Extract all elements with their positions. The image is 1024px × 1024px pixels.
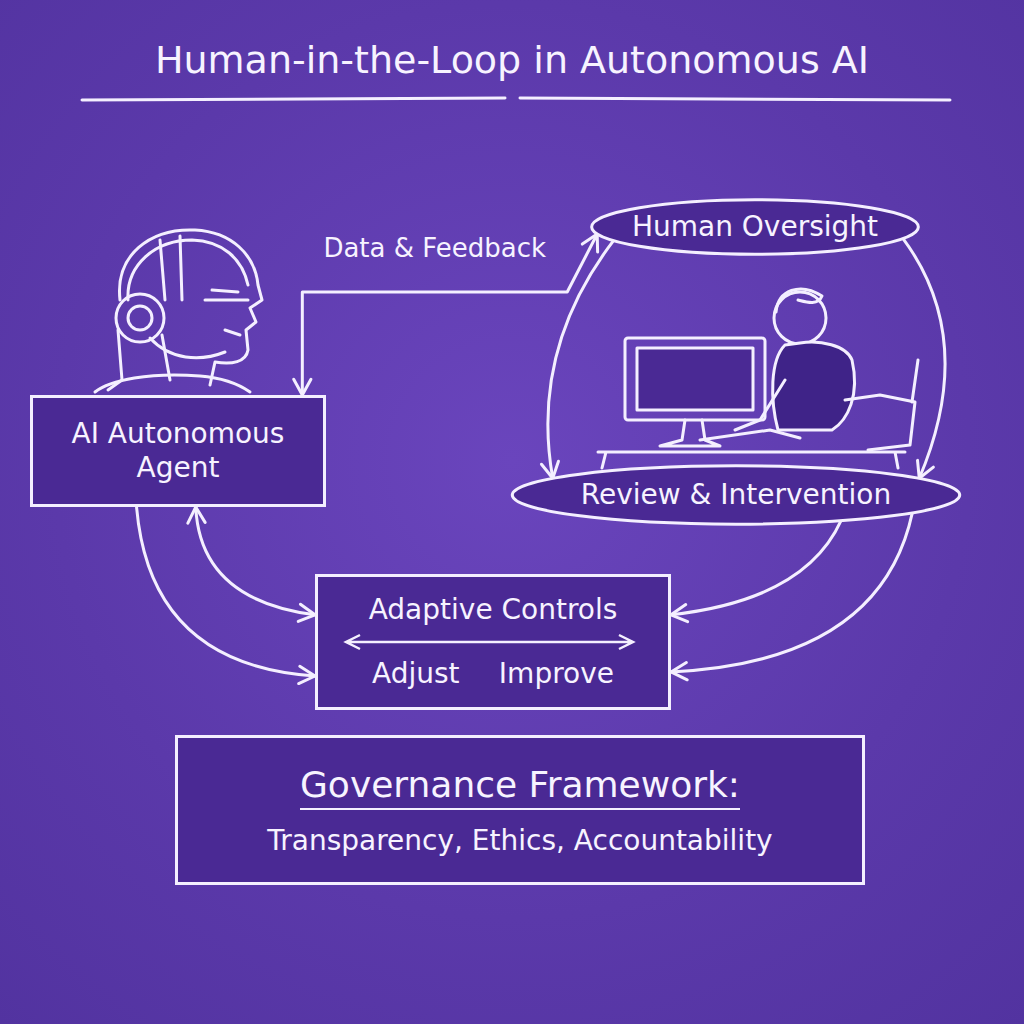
oversight-ellipse: Human Oversight bbox=[590, 198, 920, 256]
node-heading: Review & Intervention bbox=[581, 478, 891, 512]
title-underline bbox=[520, 98, 950, 100]
arrowhead bbox=[299, 666, 315, 683]
node-heading: Adaptive Controls bbox=[369, 593, 618, 627]
robot-figure bbox=[95, 230, 262, 392]
arrowhead bbox=[918, 460, 934, 478]
connector bbox=[548, 241, 614, 479]
node-text: Improve bbox=[499, 657, 614, 691]
node-heading: Governance Framework: bbox=[300, 763, 740, 810]
arrowhead bbox=[294, 379, 311, 395]
agent-box: AI Autonomous Agent bbox=[30, 395, 326, 507]
ellipse-shape bbox=[512, 466, 959, 524]
connector bbox=[903, 239, 945, 479]
double-arrow bbox=[346, 635, 633, 649]
diagram-title: Human-in-the-Loop in Autonomous AI bbox=[0, 38, 1024, 82]
arrowhead bbox=[671, 663, 687, 680]
connector bbox=[671, 513, 912, 672]
connector bbox=[671, 521, 841, 615]
arrowhead bbox=[582, 234, 597, 252]
arrowhead bbox=[298, 604, 315, 621]
node-heading: AI Autonomous Agent bbox=[47, 417, 309, 484]
node-text: Adjust bbox=[372, 657, 460, 691]
arrowhead bbox=[188, 507, 205, 523]
controls-box: Adaptive ControlsAdjust Improve bbox=[315, 574, 671, 710]
arrowhead bbox=[671, 604, 688, 621]
ellipse-shape bbox=[592, 200, 919, 255]
governance-box: Governance Framework: Transparency, Ethic… bbox=[175, 735, 865, 885]
person-at-computer bbox=[598, 289, 918, 468]
text-row: Adjust Improve bbox=[332, 657, 654, 691]
connector bbox=[196, 507, 315, 615]
edge-label: Data & Feedback bbox=[319, 233, 550, 263]
node-text: Transparency, Ethics, Accountability bbox=[267, 824, 772, 858]
review-ellipse: Review & Intervention bbox=[510, 464, 962, 526]
title-underline bbox=[82, 98, 505, 100]
node-heading: Human Oversight bbox=[632, 210, 878, 244]
arrowhead bbox=[541, 461, 558, 478]
connector bbox=[137, 507, 315, 676]
